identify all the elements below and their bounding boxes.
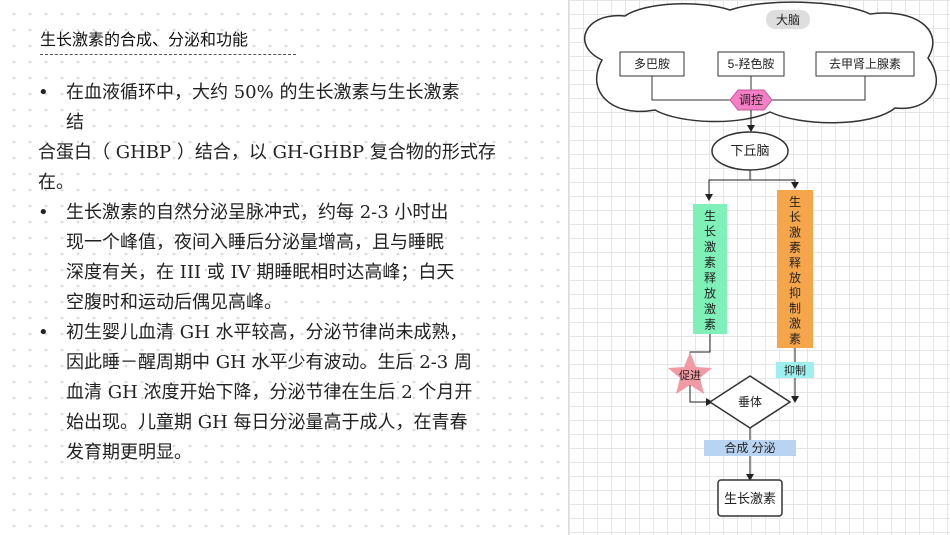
bullet-item: • 初生婴儿血清 GH 水平较高，分泌节律尚未成熟， 因此睡－醒周期中 GH 水平少… xyxy=(38,318,533,468)
branch-left xyxy=(705,170,751,201)
bullet-line: 在。 xyxy=(38,172,74,193)
connector-right xyxy=(772,76,866,101)
bullet-item: • 生长激素的自然分泌呈脉冲式，约每 2-3 小时出现一个峰值，夜间入睡后分泌量增… xyxy=(38,198,533,318)
pituitary-label: 垂体 xyxy=(738,395,762,409)
bullet-line: 血清 GH 浓度开始下降，分泌节律在生后 2 个月开 xyxy=(66,382,473,403)
serotonin-label: 5-羟色胺 xyxy=(728,56,775,71)
slide-title: 生长激素的合成、分泌和功能 xyxy=(40,26,296,55)
dopamine-box xyxy=(619,51,685,77)
bullet-line: 始出现。儿童期 GH 每日分泌量高于成人，在青春 xyxy=(66,412,468,433)
bullet-marker: • xyxy=(38,82,49,103)
bullet-line: 结 xyxy=(66,112,84,133)
branch-right xyxy=(749,170,799,189)
ghih-box xyxy=(777,190,813,348)
bullet-line: 发育期更明显。 xyxy=(66,442,192,463)
bullet-line: 生长激素的自然分泌呈脉冲式，约每 2-3 小时出 xyxy=(66,202,449,223)
norepinephrine-label: 去甲肾上腺素 xyxy=(829,57,901,71)
ghih-label: 生长激素释放抑制激素 xyxy=(789,195,801,346)
ghrh-box xyxy=(693,204,727,334)
brain-label: 大脑 xyxy=(776,13,800,27)
dopamine-label: 多巴胺 xyxy=(634,57,670,71)
connector-left xyxy=(651,76,730,101)
inhibit-label: 抑制 xyxy=(784,363,806,377)
bullet-item: • 在血液循环中，大约 50% 的生长激素与生长激素结 xyxy=(38,78,533,138)
gh-label: 生长激素 xyxy=(724,491,776,506)
brain-label-box xyxy=(766,10,810,29)
ghrh-label: 生长激素释放激素 xyxy=(704,209,716,332)
promote-label: 促进 xyxy=(679,368,701,382)
bullet-line: 现一个峰值，夜间入睡后分泌量增高，且与睡眠 xyxy=(66,232,444,253)
bullet-marker: • xyxy=(38,322,49,343)
synthesis-box xyxy=(704,440,796,456)
gh-box xyxy=(717,479,783,517)
regulate-shape xyxy=(729,89,773,111)
bullet-line: 空腹时和运动后偶见高峰。 xyxy=(66,292,282,313)
norepinephrine-box xyxy=(815,51,915,77)
dot-background xyxy=(0,0,565,535)
regulate-label: 调控 xyxy=(739,93,763,107)
bullet-line: 深度有关，在 III 或 IV 期睡眠相时达高峰；白天 xyxy=(66,262,455,283)
bullet-item: 合蛋白（ GHBP ）结合，以 GH-GHBP 复合物的形式存在。 xyxy=(38,138,533,198)
body-text: • 在血液循环中，大约 50% 的生长激素与生长激素结合蛋白（ GHBP ）结合，… xyxy=(38,78,533,468)
promote-star xyxy=(668,352,712,394)
bullet-line: 在血液循环中，大约 50% 的生长激素与生长激素 xyxy=(66,82,460,103)
inhibit-box xyxy=(776,362,814,378)
bullet-marker: • xyxy=(38,202,49,223)
bullet-line: 合蛋白（ GHBP ）结合，以 GH-GHBP 复合物的形式存 xyxy=(38,142,496,163)
bullet-line: 因此睡－醒周期中 GH 水平少有波动。生后 2-3 周 xyxy=(66,352,472,373)
hypothalamus-label: 下丘脑 xyxy=(730,143,769,158)
bullet-line: 初生婴儿血清 GH 水平较高，分泌节律尚未成熟， xyxy=(66,322,468,343)
synthesis-label: 合成 分泌 xyxy=(724,440,775,455)
